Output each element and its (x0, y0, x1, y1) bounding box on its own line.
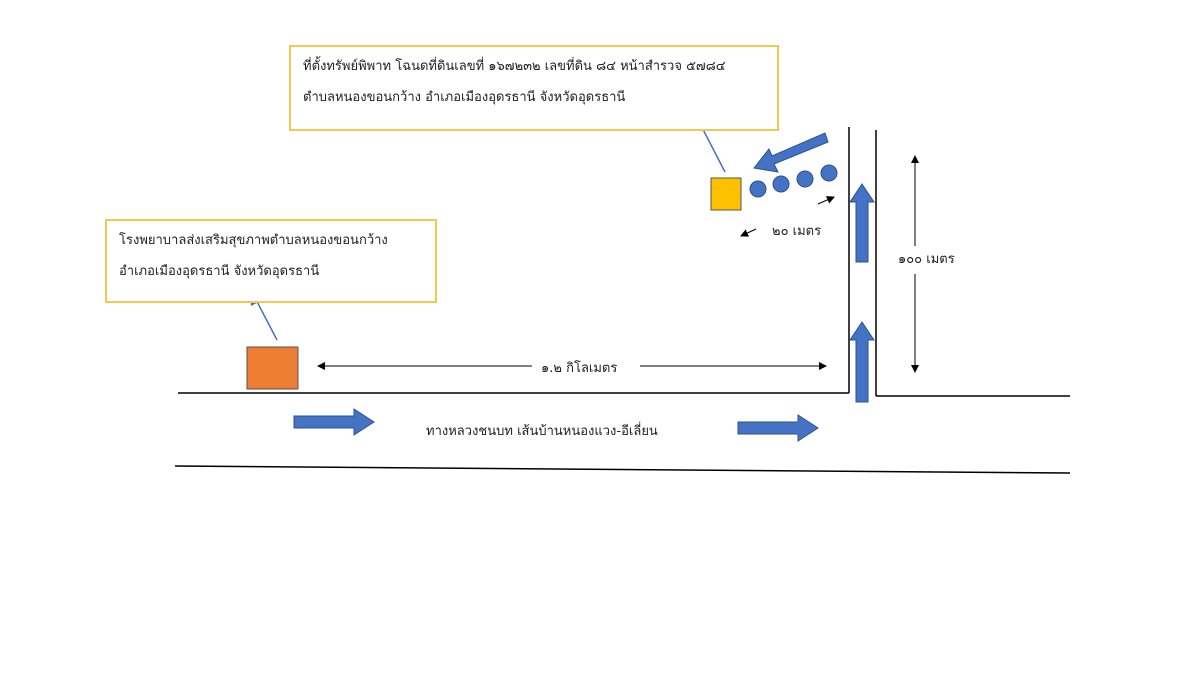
property-callout-line2: ตำบลหนองขอนกว้าง อำเภอเมืองอุดรธานี จังห… (303, 90, 626, 105)
hospital-building (246, 346, 299, 390)
hospital-callout: โรงพยาบาลส่งเสริมสุขภาพตำบลหนองขอนกว้าง … (105, 219, 437, 303)
dimension-20m-arrow-right (817, 196, 835, 205)
highway-arrow-left (293, 408, 375, 436)
marker-dot-1 (749, 180, 767, 198)
highway-name-label: ทางหลวงชนบท เส้นบ้านหนองแวง-อีเลี่ยน (426, 420, 658, 441)
distance-1-2km-label: ๑.๒ กิโลเมตร (541, 357, 618, 378)
marker-dot-3 (796, 170, 814, 188)
side-road-arrow-upper (849, 183, 875, 263)
marker-dot-4 (820, 164, 838, 182)
parcel-pointer-arrow (753, 132, 829, 173)
property-parcel (710, 177, 742, 211)
hospital-callout-line2: อำเภอเมืองอุดรธานี จังหวัดอุดรธานี (119, 264, 320, 279)
property-callout-line1: ที่ตั้งทรัพย์พิพาท โฉนดที่ดินเลขที่ ๑๖๗๒… (303, 59, 726, 74)
marker-dot-2 (772, 175, 790, 193)
distance-20m-label: ๒๐ เมตร (772, 220, 822, 241)
distance-100m-label: ๑๐๐ เมตร (898, 248, 955, 269)
side-road-arrow-lower (849, 321, 875, 403)
property-callout: ที่ตั้งทรัพย์พิพาท โฉนดที่ดินเลขที่ ๑๖๗๒… (289, 45, 779, 131)
highway-arrow-right (737, 414, 819, 442)
hospital-callout-line1: โรงพยาบาลส่งเสริมสุขภาพตำบลหนองขอนกว้าง (119, 233, 388, 248)
highway-bottom-edge (174, 465, 1071, 474)
dimension-20m-arrow-left (740, 228, 757, 237)
